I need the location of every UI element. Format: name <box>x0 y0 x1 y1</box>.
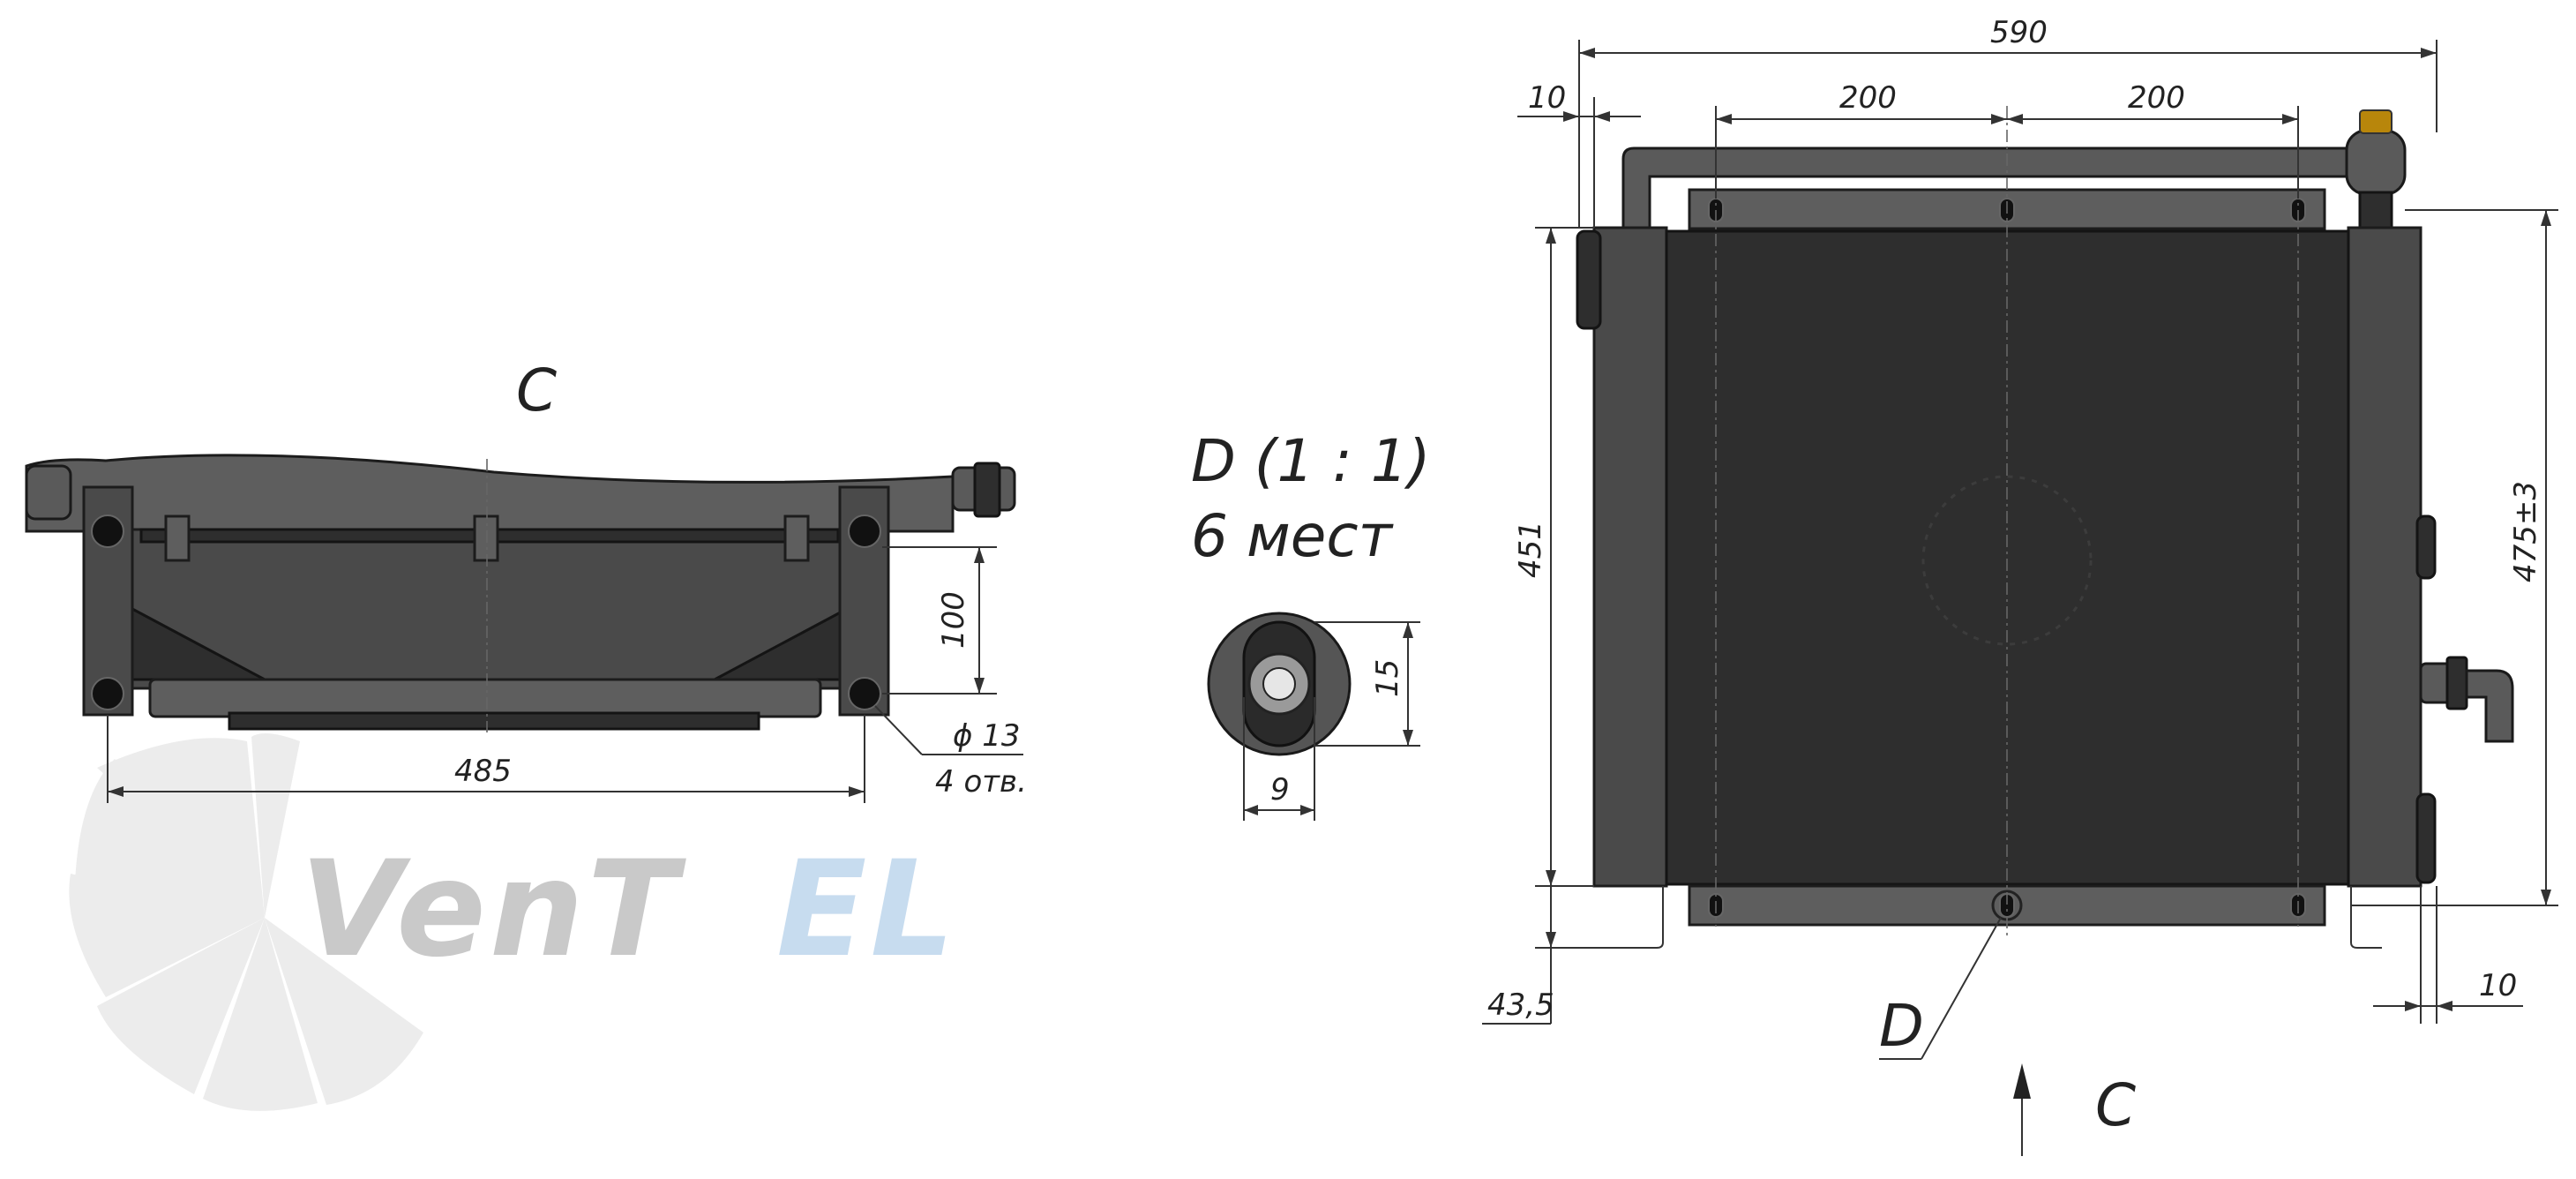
side-bolt-3 <box>783 514 810 562</box>
front-dim-overall: 590 <box>1578 15 2437 228</box>
svg-text:10: 10 <box>2479 968 2517 1003</box>
side-dim-width: 485 <box>107 715 865 803</box>
front-right-elbow <box>2465 669 2514 743</box>
front-fan-outline <box>1921 475 2093 646</box>
fan-watermark-icon <box>69 733 423 1111</box>
side-view: C <box>25 357 1027 803</box>
svg-text:C: C <box>2095 1071 2136 1139</box>
side-mount-hole-br <box>848 677 881 710</box>
front-dim-core-height: 451 <box>1513 227 1594 887</box>
front-dim-left-offset: 10 <box>1517 80 1641 228</box>
side-mount-hole-bl <box>91 677 124 710</box>
front-dim-pitch: 200 200 <box>1715 80 2299 199</box>
svg-text:15: 15 <box>1370 659 1405 697</box>
front-dim-right-offset: 10 <box>2373 886 2523 1024</box>
watermark-text-main: VenT <box>300 833 687 987</box>
detail-count: 6 мест <box>1191 502 1395 570</box>
side-right-fitting-nut <box>973 462 1001 518</box>
front-view: 590 10 200 200 451 <box>1482 15 2558 1156</box>
svg-text:485: 485 <box>454 754 512 789</box>
svg-text:10: 10 <box>1528 80 1566 116</box>
side-view-label: C <box>516 357 557 424</box>
detail-view: D (1 : 1) 6 мест 15 9 <box>1191 427 1430 821</box>
side-fan-ring <box>148 678 822 718</box>
side-hole-callout: ϕ 13 4 отв. <box>874 705 1027 800</box>
svg-text:9: 9 <box>1270 772 1290 807</box>
side-top-cover <box>25 454 955 533</box>
front-right-port-1 <box>2415 514 2437 580</box>
svg-text:590: 590 <box>1990 15 2048 50</box>
watermark-text-accent: EL <box>776 833 958 987</box>
side-mount-hole-tr <box>848 514 881 548</box>
side-fan-base <box>228 711 760 731</box>
side-left-tube <box>25 464 72 521</box>
svg-text:100: 100 <box>936 591 971 649</box>
side-mount-hole-tl <box>91 514 124 548</box>
svg-text:200: 200 <box>1839 80 1897 116</box>
svg-text:475±3: 475±3 <box>2508 481 2543 582</box>
svg-text:43,5: 43,5 <box>1487 988 1554 1023</box>
svg-text:D: D <box>1879 992 1924 1060</box>
svg-text:451: 451 <box>1513 521 1548 578</box>
detail-bolt-hole <box>1262 667 1296 701</box>
ventel-watermark: VenT EL <box>69 733 958 1111</box>
front-right-tank <box>2347 226 2422 888</box>
svg-text:200: 200 <box>2128 80 2185 116</box>
front-top-fitting-cap <box>2359 109 2393 134</box>
detail-title: D (1 : 1) <box>1191 427 1430 495</box>
front-left-port <box>1576 229 1602 330</box>
detail-dim-width: 9 <box>1243 697 1315 821</box>
front-detail-callout: D <box>1879 917 2002 1060</box>
side-dim-height: 100 <box>882 546 997 695</box>
front-top-fitting <box>2345 129 2407 196</box>
front-right-foot <box>2350 886 2382 949</box>
front-left-tank <box>1592 226 1668 888</box>
front-top-fitting-stem <box>2358 191 2393 231</box>
detail-dim-height: 15 <box>1314 621 1420 747</box>
front-left-foot <box>1632 886 1664 949</box>
front-dim-total-height: 475±3 <box>2351 209 2558 906</box>
front-right-fitting-nut <box>2445 656 2468 710</box>
front-view-arrow: C <box>2013 1063 2136 1156</box>
front-top-pipe <box>1621 146 2366 229</box>
svg-text:4 отв.: 4 отв. <box>935 764 1027 800</box>
svg-text:ϕ 13: ϕ 13 <box>953 718 1021 754</box>
front-dim-bottom: 43,5 <box>1482 886 1641 1025</box>
side-bolt-2 <box>473 514 499 562</box>
side-bolt-1 <box>164 514 191 562</box>
front-right-port-2 <box>2415 792 2437 884</box>
